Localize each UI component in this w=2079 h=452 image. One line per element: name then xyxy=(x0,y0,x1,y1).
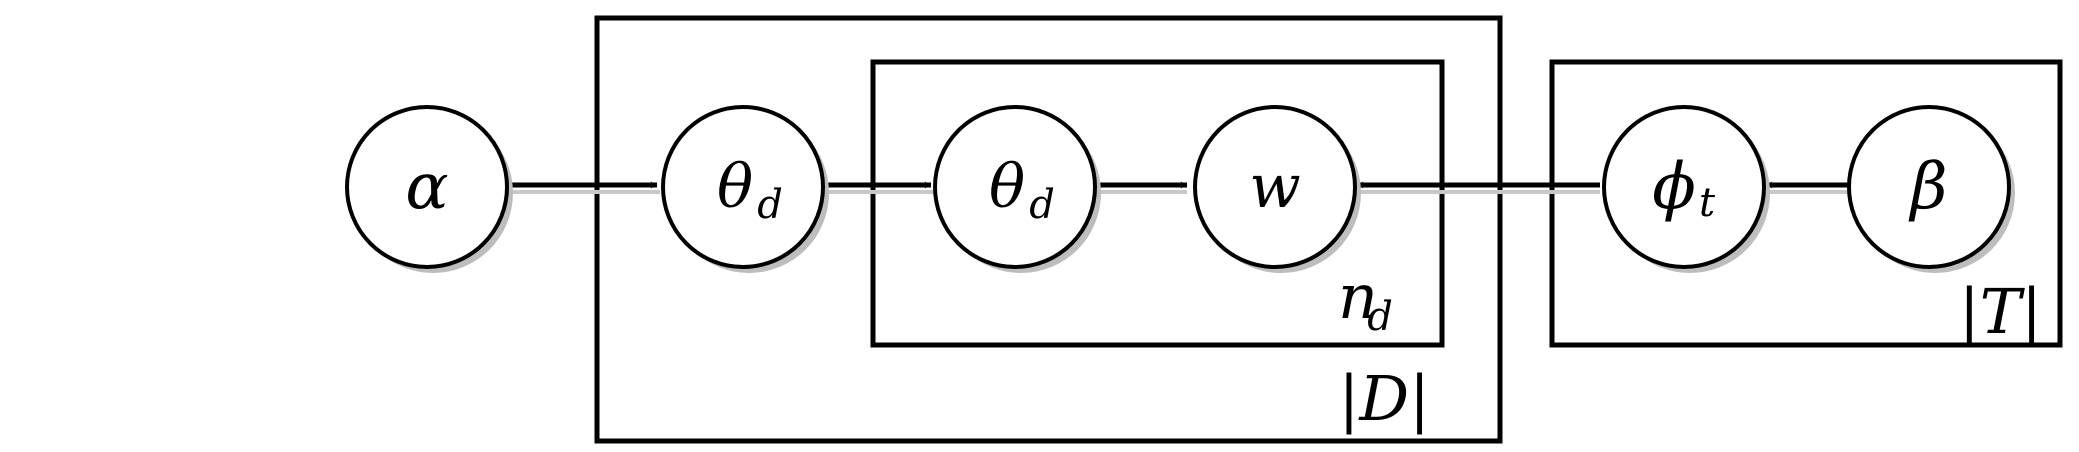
theta-word-symbol: θ xyxy=(989,152,1025,222)
theta-word-subscript: d xyxy=(1029,182,1055,228)
node-phi: ϕ t xyxy=(1602,105,1770,273)
plate-topics xyxy=(1549,59,2063,348)
plate-documents xyxy=(594,15,1503,444)
theta-doc-subscript: d xyxy=(757,182,783,228)
plate-words-label-main: n xyxy=(1338,260,1378,333)
node-alpha: α xyxy=(345,105,513,273)
plate-words-label-sub: d xyxy=(1367,294,1393,340)
phi-symbol: ϕ xyxy=(1652,150,1696,224)
phi-subscript: t xyxy=(1699,180,1716,226)
word-symbol: w xyxy=(1249,152,1300,222)
plate-documents-label: |D| xyxy=(1339,362,1431,435)
plate-topics-label: |T| xyxy=(1959,275,2042,348)
node-theta-word: θ d xyxy=(933,105,1101,273)
alpha-symbol: α xyxy=(405,150,448,224)
node-theta-document: θ d xyxy=(661,105,829,273)
node-beta: β xyxy=(1847,105,2015,273)
plate-words xyxy=(870,59,1445,348)
theta-doc-symbol: θ xyxy=(717,152,753,222)
beta-symbol: β xyxy=(1909,150,1948,224)
plate-words-label: n d xyxy=(1338,260,1393,340)
node-word: w xyxy=(1193,105,1361,273)
